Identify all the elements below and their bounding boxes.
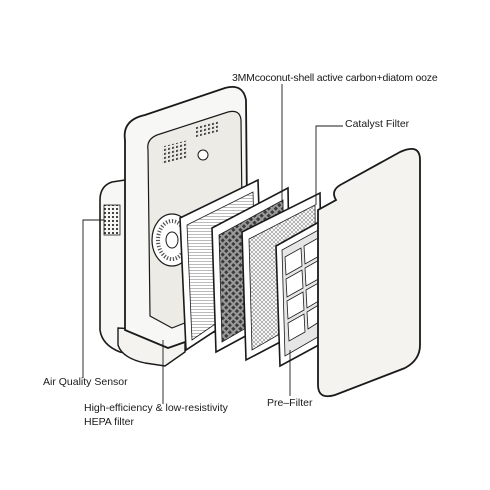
panel-knob	[197, 149, 209, 161]
panel-vent-right	[196, 121, 218, 138]
label-pre-filter: Pre–Filter	[267, 397, 313, 409]
label-hepa-line2: HEPA filter	[84, 416, 134, 428]
leader-aqs	[82, 219, 104, 378]
front-cover	[317, 148, 421, 398]
label-catalyst-filter: Catalyst Filter	[345, 118, 410, 130]
label-hepa-line1: High-efficiency & low-resistivity	[84, 402, 228, 414]
label-air-quality-sensor: Air Quality Sensor	[43, 376, 128, 388]
panel-vent-left	[162, 140, 188, 165]
pre-filter	[275, 216, 329, 368]
leader-catalyst	[315, 125, 343, 205]
leader-lines	[82, 84, 343, 404]
label-carbon-filter: 3MMcoconut-shell active carbon+diatom oo…	[232, 72, 438, 84]
sensor-vent	[103, 204, 121, 236]
